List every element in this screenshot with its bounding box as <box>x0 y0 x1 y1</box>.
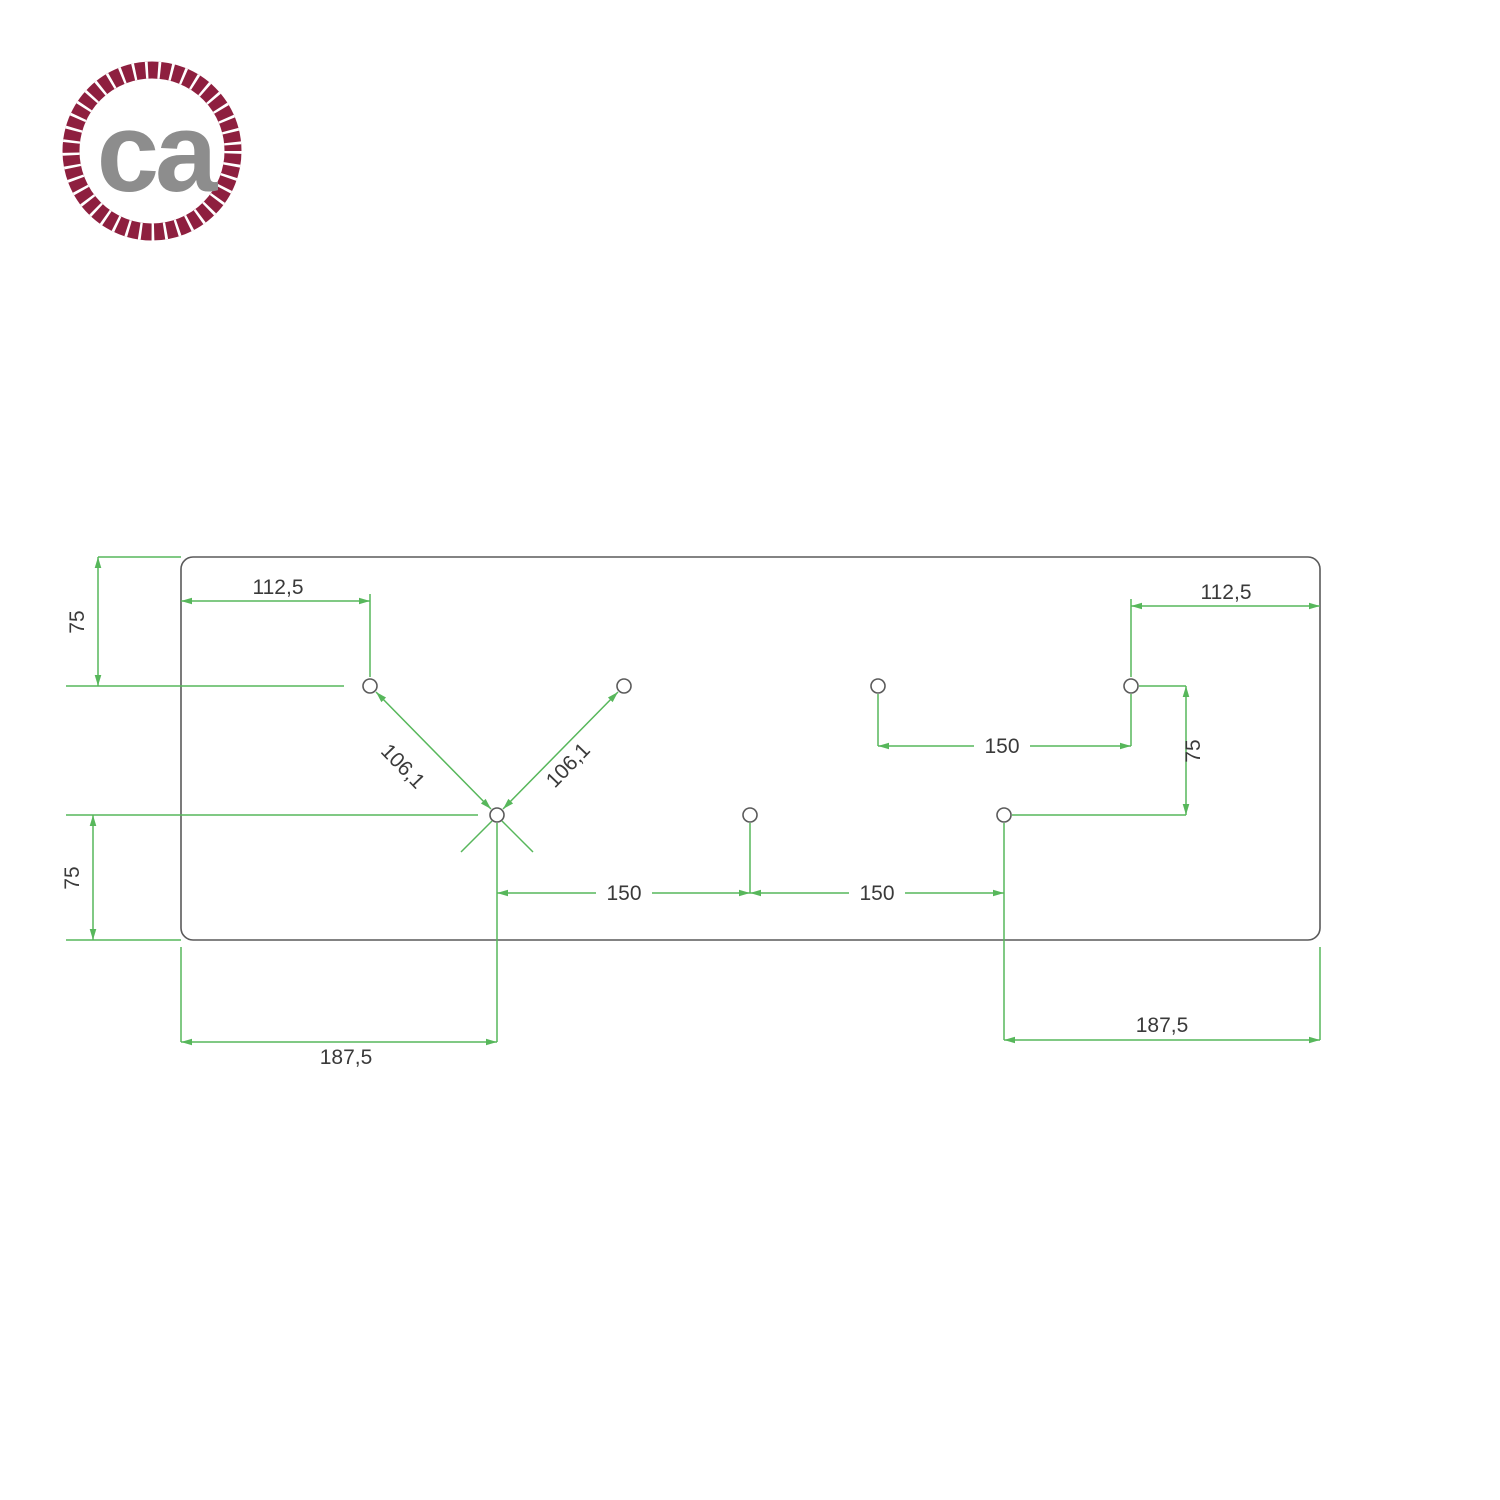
dimension-75-right: 75 <box>1012 685 1205 816</box>
dimension-106-1-left-diagonal: 106,1 <box>375 691 534 853</box>
dimension-112-5-top-right: 112,5 <box>1130 581 1320 677</box>
dimension-75-bottom-left: 75 <box>61 814 478 941</box>
mounting-hole-7 <box>996 807 1012 823</box>
mounting-hole-6 <box>742 807 758 823</box>
dimension-150-bottom-right: 150 <box>750 823 1005 1040</box>
logo-text: ca <box>97 90 218 215</box>
dimension-187-5-bottom-left: 187,5 <box>180 947 497 1069</box>
dimension-label-112-5-top-left: 112,5 <box>253 576 304 599</box>
dimension-187-5-bottom-right: 187,5 <box>1004 947 1321 1044</box>
dimension-label-150-top: 150 <box>984 735 1019 758</box>
label-background <box>596 881 652 905</box>
dimension-label-106-1-left: 106,1 <box>376 740 429 794</box>
mounting-hole-2 <box>616 678 632 694</box>
dimension-line <box>502 691 619 810</box>
dimension-label-75-top-left: 75 <box>66 610 89 633</box>
mounting-hole-1 <box>362 678 378 694</box>
dimension-label-150-bottom-right: 150 <box>859 882 894 905</box>
dimension-line <box>375 691 492 810</box>
label-background <box>849 881 905 905</box>
dimension-label-150-bottom-left: 150 <box>606 882 641 905</box>
dimension-tail <box>501 820 534 853</box>
brand-logo: ca <box>62 61 242 241</box>
dimension-label-187-5-bottom-right: 187,5 <box>1136 1014 1189 1037</box>
mounting-hole-4 <box>1123 678 1139 694</box>
dimension-75-top-left: 75 <box>66 556 344 687</box>
rope-ring-twist-icon <box>62 61 242 241</box>
dimension-label-112-5-top-right: 112,5 <box>1201 581 1252 604</box>
plate-drawing <box>180 556 1321 941</box>
dimension-112-5-top-left: 112,5 <box>181 576 371 677</box>
plate-outline <box>180 556 1321 941</box>
dimension-label-75-right: 75 <box>1182 739 1205 762</box>
dimension-150-bottom-left: 150 <box>496 823 751 1042</box>
dimension-150-top-right: 150 <box>877 694 1132 758</box>
dimension-label-75-bottom-left: 75 <box>61 866 84 889</box>
mounting-hole-3 <box>870 678 886 694</box>
mounting-hole-5 <box>489 807 505 823</box>
dimension-106-1-right-diagonal: 106,1 <box>460 691 619 853</box>
dimension-tail <box>460 820 493 853</box>
dimension-label-106-1-right: 106,1 <box>542 739 595 793</box>
dimension-label-187-5-bottom-left: 187,5 <box>320 1046 373 1069</box>
label-background <box>974 734 1030 758</box>
